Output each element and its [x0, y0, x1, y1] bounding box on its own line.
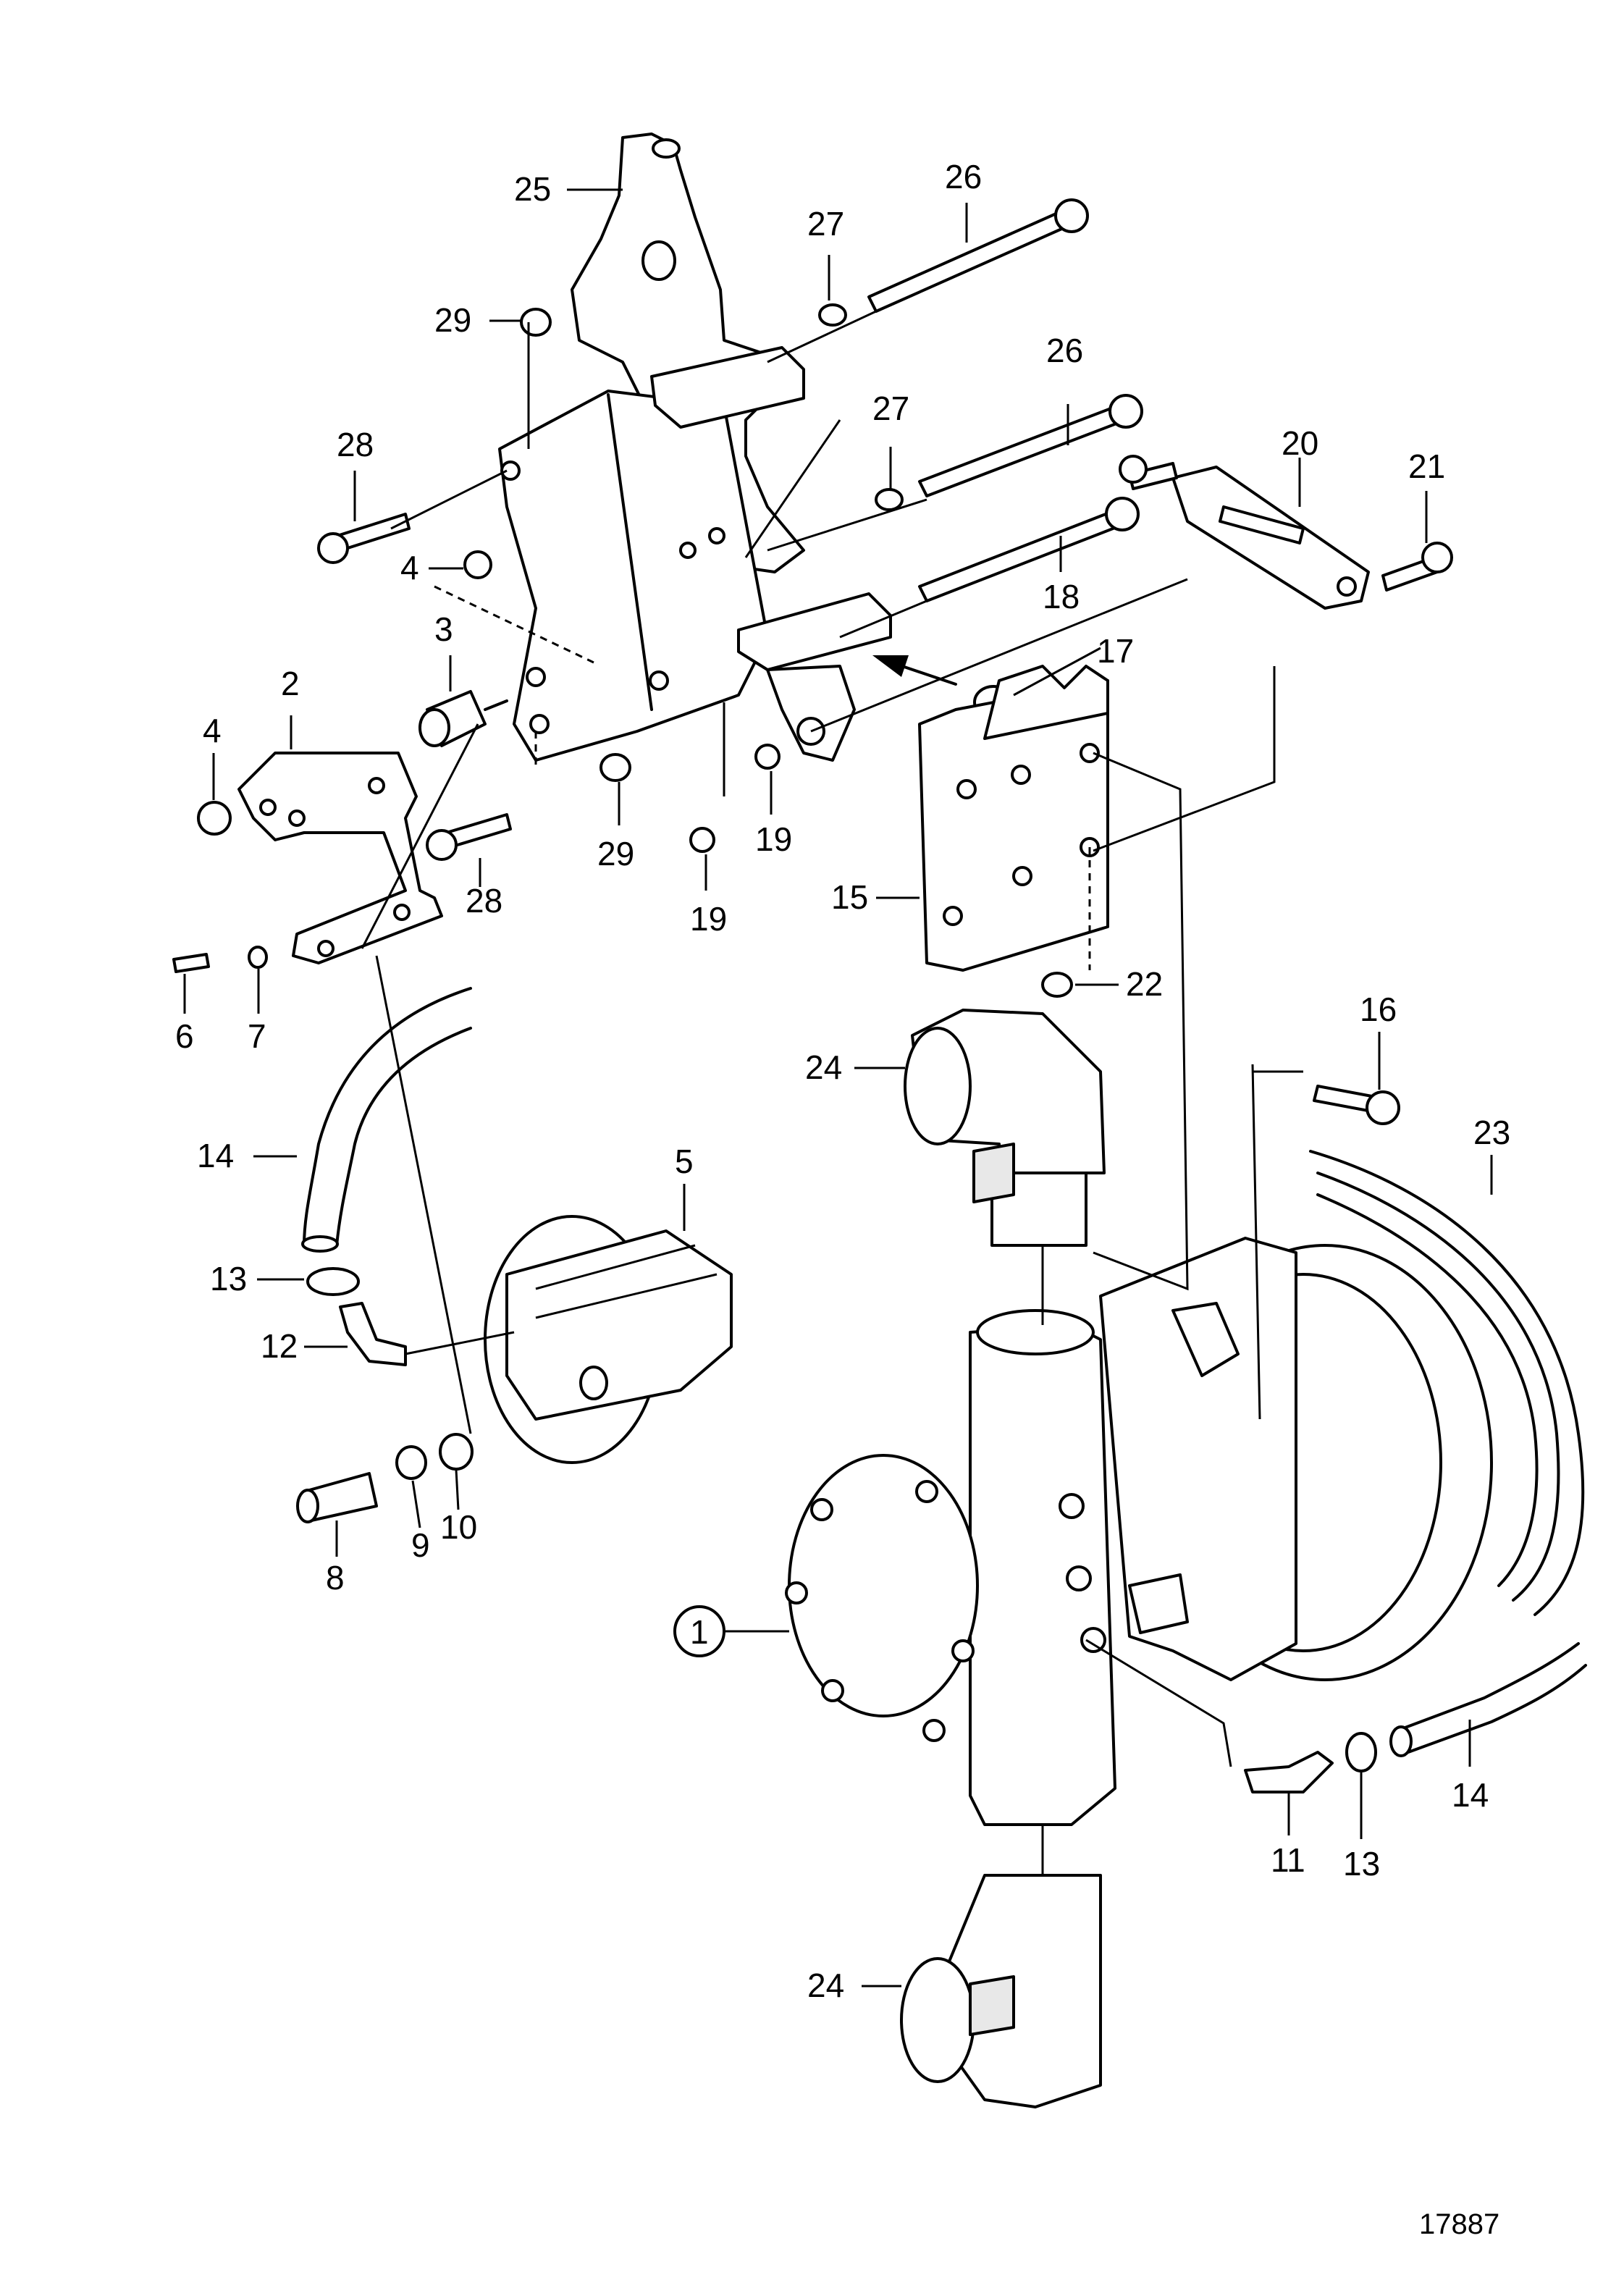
callout-25: 25 — [514, 170, 551, 208]
part-10-nut — [439, 1433, 474, 1471]
callout-27-lower: 27 — [872, 390, 909, 427]
figure-number: 17887 — [1419, 2208, 1499, 2240]
callout-26-upper: 26 — [945, 158, 982, 195]
callout-2: 2 — [281, 665, 300, 702]
part-13-clamp-upper — [306, 1267, 360, 1296]
part-14-hose-upper — [301, 987, 472, 1253]
callout-17: 17 — [1097, 632, 1134, 670]
callout-29-upper: 29 — [434, 301, 471, 339]
part-27-washer-lower — [875, 488, 904, 511]
callout-4-upper: 4 — [400, 549, 419, 586]
callout-5: 5 — [675, 1143, 694, 1180]
part-24-elbow-upper — [904, 1009, 1106, 1247]
part-29-nut-upper — [520, 308, 552, 337]
part-24-elbow-lower — [900, 1874, 1102, 2108]
part-11-elbow-fitting — [1244, 1751, 1334, 1793]
part-6-screw — [172, 953, 210, 973]
part-19-nut-left — [689, 827, 715, 853]
part-20-tensioner — [1119, 455, 1370, 610]
part-7-washer — [248, 946, 268, 969]
callout-10: 10 — [440, 1508, 477, 1546]
part-18-bolt — [918, 497, 1140, 602]
callout-16: 16 — [1360, 991, 1397, 1028]
callout-14-lower: 14 — [1452, 1776, 1489, 1814]
callout-21: 21 — [1408, 447, 1445, 485]
part-25-mounting-bracket — [571, 133, 805, 573]
part-23-drive-belt — [1309, 1150, 1585, 1616]
part-5-cover-housing — [484, 1215, 733, 1464]
callout-22: 22 — [1126, 965, 1163, 1003]
callout-27-upper: 27 — [807, 205, 844, 243]
callout-leaders — [183, 188, 1493, 1988]
callout-18: 18 — [1043, 578, 1080, 615]
callout-14-upper: 14 — [197, 1137, 234, 1174]
part-29-nut-lower — [599, 753, 631, 782]
part-27-washer-upper — [818, 303, 847, 327]
callout-23: 23 — [1473, 1114, 1510, 1151]
callout-13-lower: 13 — [1343, 1845, 1380, 1883]
callout-24-lower: 24 — [807, 1967, 844, 2004]
direction-arrow-icon — [872, 655, 957, 686]
part-22-nut — [1041, 972, 1073, 998]
part-1-sea-water-pump — [785, 1237, 1493, 1826]
callout-19-left: 19 — [690, 900, 727, 938]
callout-28-lower: 28 — [466, 882, 502, 920]
part-15-adapter-plate — [918, 665, 1109, 972]
part-21-bolt — [1381, 542, 1453, 592]
part-13-clamp-lower — [1345, 1732, 1377, 1772]
part-16-bolt — [1313, 1085, 1400, 1125]
part-2-support-bracket — [237, 752, 443, 964]
callout-26-lower: 26 — [1046, 332, 1083, 369]
callout-4-lower: 4 — [203, 712, 222, 749]
callout-1-circle — [673, 1605, 725, 1657]
fasteners — [172, 303, 1073, 998]
callout-15: 15 — [831, 878, 868, 916]
callout-7: 7 — [248, 1017, 266, 1055]
callout-3: 3 — [434, 610, 453, 648]
mounting-plate — [498, 346, 892, 762]
part-26-bolts — [867, 198, 1143, 497]
callout-13-upper: 13 — [210, 1260, 247, 1297]
part-9-washer — [395, 1445, 427, 1480]
callout-6: 6 — [175, 1017, 194, 1055]
callout-9: 9 — [411, 1526, 430, 1564]
callout-28-upper: 28 — [337, 426, 374, 463]
callout-8: 8 — [326, 1559, 345, 1597]
part-4-nut-upper — [463, 550, 492, 579]
assembly-guide-lines — [361, 310, 1303, 1875]
part-4-nut-lower — [197, 801, 232, 836]
callout-20: 20 — [1282, 424, 1318, 462]
callout-1: 1 — [690, 1613, 709, 1651]
callout-24-upper: 24 — [805, 1048, 842, 1086]
part-12-elbow-fitting — [339, 1302, 407, 1366]
part-8-nipple — [296, 1472, 378, 1523]
callout-19-right: 19 — [755, 820, 792, 858]
callout-12: 12 — [261, 1327, 298, 1365]
part-19-nut-right — [754, 744, 781, 770]
callout-11: 11 — [1271, 1841, 1305, 1879]
callout-labels: 25 29 27 26 28 27 26 20 21 4 18 3 17 2 4… — [175, 158, 1510, 2240]
callout-29-lower: 29 — [597, 835, 634, 872]
part-14-hose-lower — [1389, 1642, 1587, 1757]
part-3-rubber-mount — [418, 690, 508, 747]
